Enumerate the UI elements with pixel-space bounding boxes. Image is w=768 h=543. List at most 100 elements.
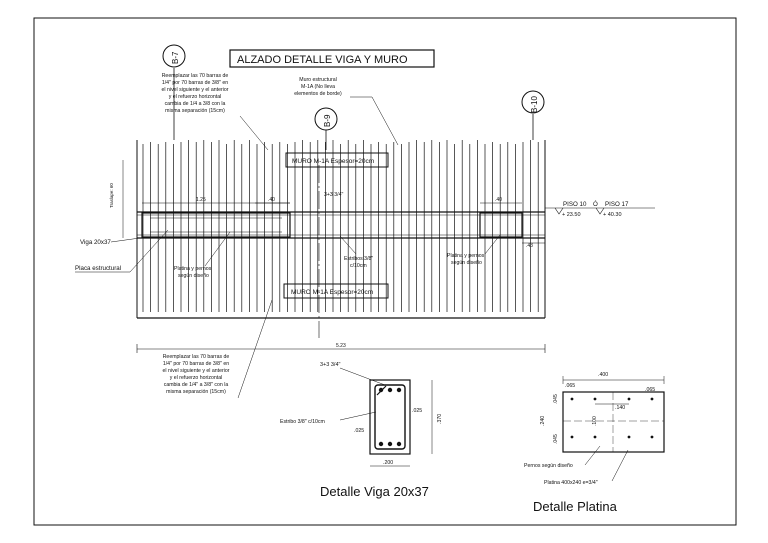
dim-40-right-label: .40 [495, 197, 502, 203]
bolt-hole [593, 435, 597, 439]
beam-section-detail: 3+3 3/4" Estribo 3/8" c/10cm .025 .025 .… [280, 362, 443, 499]
rebar-dot [396, 441, 402, 447]
wall-label-lower-box [283, 283, 389, 299]
axis-b10: B-10 [521, 90, 545, 140]
plate-bolts-label: Pernos según diseño [524, 463, 573, 469]
note-bottom-left-line: misma separación (15cm) [166, 389, 226, 395]
platina-right-line: según diseño [451, 260, 482, 266]
wall-elevation [136, 140, 546, 319]
beam-height-label: .370 [437, 414, 443, 424]
rebar-dot [378, 387, 384, 393]
dim-total-label: 5.23 [336, 343, 346, 349]
elev-10-label: + 23.50 [562, 212, 581, 218]
plate-right [479, 212, 523, 238]
beam-width-label: .200 [383, 460, 393, 466]
dim-125-label: 1.25 [196, 197, 206, 203]
plate-width-label: .400 [598, 372, 608, 378]
piso-separator: Ó [593, 201, 598, 208]
beam-top-bars [378, 387, 402, 393]
beam-stirrup-label: Estribo 3/8" c/10cm [280, 419, 325, 425]
rebar-dot [387, 387, 393, 393]
bolt-hole [650, 435, 654, 439]
level-marker-17 [595, 207, 605, 215]
note-bottom-left-line: cambia de 1/4" a 3/8" con la [164, 382, 229, 388]
bolt-hole [593, 397, 597, 401]
axis-b7-label: B-7 [171, 51, 180, 64]
note-top-left-line: y el refuerzo horizontal [169, 94, 221, 100]
plate-edge-right: .065 [645, 387, 655, 393]
bolt-hole [650, 397, 654, 401]
beam-section-outline [369, 379, 411, 455]
axis-b7-bubble [162, 44, 186, 68]
note-top-left-line: Reemplazar las 70 barras de [162, 73, 229, 79]
note-top-left-line: el nivel siguiente y el anterior [162, 87, 229, 93]
note-top-left-line: cambia de 1/4 a 3/8 con la [165, 101, 226, 107]
beam-band [137, 165, 545, 338]
vertical-rebar-group [142, 140, 539, 312]
note-top-center-line: elementos de borde) [294, 91, 342, 97]
axis-b10-bubble [521, 90, 545, 114]
beam-cover-right: .025 [412, 408, 422, 414]
wall-label-lower: MURO M-1A Espesor=20cm [291, 289, 373, 296]
dim-43-label: .43 [526, 243, 533, 249]
note-top-center: Muro estructural M-1A (No lleva elemento… [294, 77, 399, 146]
plate-edge-left: .065 [565, 383, 575, 389]
plate-height-label: .240 [540, 416, 546, 426]
traslape-label: Traslape: 60 [109, 183, 114, 208]
beam-dimensions: 1.25 .40 .40 .43 5.23 Traslape: 60 [109, 160, 546, 353]
estribos-line: c/10cm [350, 263, 367, 269]
wall-label-upper: MURO M-1A Espesor=20cm [292, 158, 374, 165]
rebar-dot [387, 441, 393, 447]
title-box [229, 49, 435, 68]
elev-17-label: + 40.30 [603, 212, 622, 218]
note-bottom-left-line: Reemplazar las 70 barras de [163, 354, 230, 360]
dim-40-left-label: .40 [268, 197, 275, 203]
platina-left-line: según diseño [178, 273, 209, 279]
estribos-leader [339, 235, 357, 255]
beam-bottom-bars [378, 441, 402, 447]
beam-bars-leader [339, 367, 386, 386]
beam-detail-title: Detalle Viga 20x37 [320, 484, 429, 499]
viga-label: Viga 20x37 [80, 239, 111, 246]
note-top-left-line: 1/4" por 70 barras de 3/8" en [162, 80, 228, 86]
plate-edge-top: .045 [553, 394, 559, 404]
rebar-dot [396, 387, 402, 393]
bolt-hole [570, 397, 574, 401]
note-top-center-line: M-1A (No lleva [301, 84, 335, 90]
note-bottom-left-line: y el refuerzo horizontal [170, 375, 222, 381]
platina-left-line: Platina y pernos [174, 266, 212, 272]
drawing-title: ALZADO DETALLE VIGA Y MURO [237, 54, 408, 66]
wall-label-upper-box [285, 152, 389, 168]
plate-left [141, 212, 291, 238]
axis-b10-label: B-10 [530, 96, 539, 113]
plate-bolts-leader [584, 445, 601, 466]
beam-stirrup [374, 384, 406, 450]
piso-10-label: PISO 10 [563, 201, 587, 208]
beam-bars-label: 3+3 3/4" [320, 362, 341, 368]
platina-right-leader [484, 234, 501, 255]
bolt-hole [627, 435, 631, 439]
beam-cover-left: .025 [354, 428, 364, 434]
plate-edge-bottom: .045 [553, 434, 559, 444]
plate-spacing-label: .140 [615, 405, 625, 411]
axis-b7: B-7 [162, 44, 186, 140]
note-top-center-line: Muro estructural [299, 77, 336, 83]
beam-stirrup-leader [339, 411, 377, 421]
bolt-hole [570, 435, 574, 439]
placa-leader [75, 229, 169, 273]
note-top-left-line: misma separación (15cm) [165, 108, 225, 114]
plate-spec-leader [611, 449, 629, 482]
axis-b9: B-9 [314, 107, 338, 150]
platina-left-leader [204, 231, 231, 267]
viga-leader [110, 237, 141, 243]
note-bottom-left: Reemplazar las 70 barras de 1/4" por 70 … [163, 299, 273, 399]
placa-label: Placa estructural [75, 265, 121, 272]
level-marks: PISO 10 Ó PISO 17 + 23.50 + 40.30 [545, 201, 655, 218]
plate-inner-v-label: .100 [592, 416, 598, 426]
note-bottom-left-leader [237, 299, 273, 399]
note-top-left-leader [239, 115, 269, 151]
axis-b9-bubble [314, 107, 338, 131]
estribos-line: Estribos 3/8" [344, 256, 373, 262]
